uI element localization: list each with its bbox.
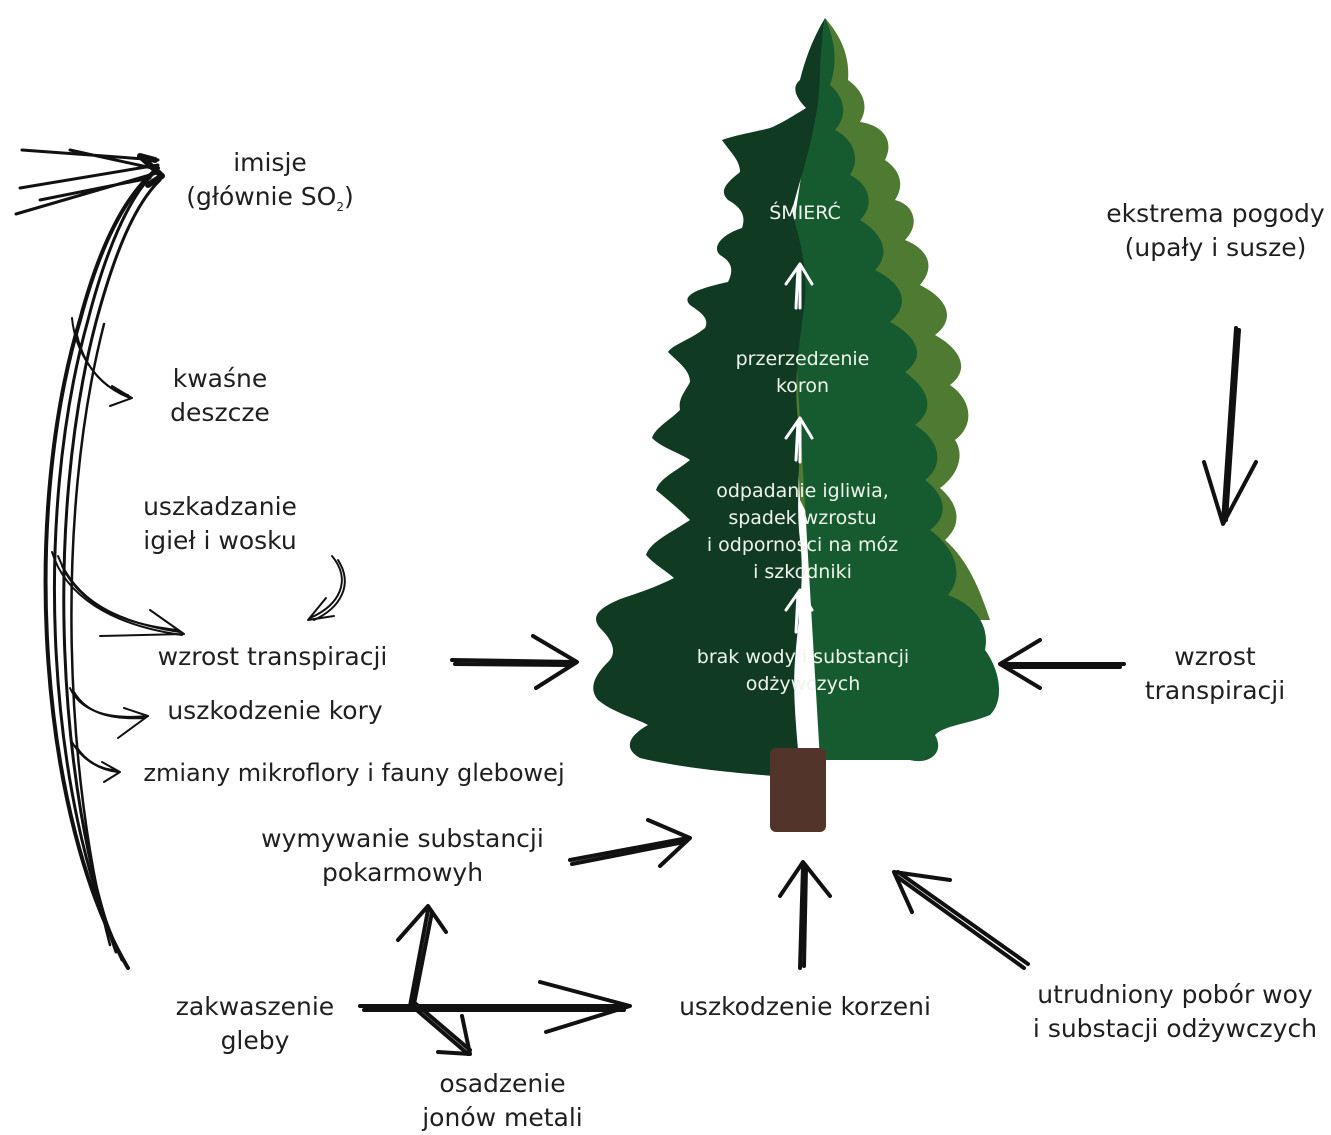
- label-transpiracja-right-line2: transpiracji: [1144, 676, 1286, 705]
- arrow-to-transpiracja: [51, 551, 185, 637]
- label-osadzenie: osadzenie jonów metali: [410, 1067, 595, 1135]
- label-imisje-subscript: 2: [336, 200, 344, 214]
- label-zakwaszenie-line2: gleby: [220, 1026, 290, 1055]
- arrow-uszkadzanie-to-transpiracja: [307, 555, 346, 621]
- label-transpiracja-right-line1: wzrost: [1174, 642, 1256, 671]
- tree-dark-half: [593, 18, 825, 778]
- label-uszkadzanie-line2: igieł i wosku: [143, 526, 297, 555]
- label-ekstrema: ekstrema pogody (upały i susze): [1100, 197, 1331, 265]
- main-arrows: [358, 326, 1258, 1056]
- arrow-transpiracja-left-to-tree: [450, 634, 579, 690]
- imisje-curved-arrow: [14, 148, 165, 970]
- label-mikroflora: zmiany mikroflory i fauny glebowej: [143, 759, 565, 787]
- label-uszkadzanie: uszkadzanie igieł i wosku: [110, 490, 330, 558]
- label-zakwaszenie: zakwaszenie gleby: [160, 990, 350, 1058]
- label-transpiracja-left: wzrost transpiracji: [157, 642, 388, 671]
- label-wymywanie-line1: wymywanie substancji: [261, 824, 544, 853]
- arrow-zakwaszenie-to-korzenie: [358, 980, 632, 1034]
- arrow-to-kora: [69, 687, 149, 739]
- tree-label-odpadanie-line1: odpadanie igliwia,: [716, 480, 889, 502]
- label-wymywanie-line2: pokarmowyh: [321, 858, 484, 887]
- label-ekstrema-line2: (upały i susze): [1124, 233, 1307, 262]
- tree-label-odpadanie: odpadanie igliwia, spadek wzrostu i odpo…: [680, 478, 925, 586]
- label-imisje-line2-pre: (głównie SO: [186, 182, 337, 211]
- label-uszkadzanie-line1: uszkadzanie: [143, 492, 297, 521]
- tree-label-przerzedzenie: przerzedzenie koron: [710, 346, 895, 400]
- label-imisje-line2: (głównie SO2): [170, 180, 370, 224]
- tree-label-brak-line2: odżywczych: [745, 673, 861, 695]
- label-osadzenie-line1: osadzenie: [439, 1069, 566, 1098]
- label-kwasne-deszcze: kwaśne deszcze: [130, 362, 310, 430]
- label-imisje-line1: imisje: [233, 148, 307, 177]
- arrow-pobor-to-tree: [892, 870, 1030, 970]
- arrow-wymywanie-to-tree: [568, 818, 692, 868]
- tree-label-przerzedzenie-line1: przerzedzenie: [735, 348, 870, 370]
- arrow-to-kwasne: [71, 317, 133, 407]
- label-transpiracja-right: wzrost transpiracji: [1130, 640, 1300, 708]
- tree-label-odpadanie-line3: i odporności na móz: [706, 534, 899, 556]
- label-imisje-line2-post: ): [344, 182, 354, 211]
- tree-label-odpadanie-line4: i szkodniki: [753, 561, 852, 583]
- tree-label-odpadanie-line2: spadek wzrostu: [728, 507, 877, 529]
- arrow-up-icon: [784, 588, 814, 636]
- label-pobor: utrudniony pobór woy i substacji odżywcz…: [1020, 978, 1330, 1046]
- label-korzenie: uszkodzenie korzeni: [679, 992, 931, 1021]
- arrow-up-icon: [784, 262, 814, 310]
- tree-trunk: [770, 748, 826, 832]
- arrow-zakwaszenie-to-osadzenie: [410, 1002, 472, 1056]
- tree-label-brak: brak wody i substancji odżywczych: [678, 644, 928, 698]
- label-uszkodzenie-kory: uszkodzenie kory: [167, 696, 383, 725]
- label-imisje: imisje (głównie SO2): [170, 146, 370, 224]
- label-kwasne-line2: deszcze: [170, 398, 270, 427]
- arrow-zakwaszenie-to-wymywanie: [396, 904, 448, 1008]
- tree-label-smierc: ŚMIERĆ: [769, 202, 841, 224]
- arrow-ekstrema-down: [1202, 326, 1258, 526]
- label-pobor-line1: utrudniony pobór woy: [1037, 980, 1313, 1009]
- label-osadzenie-line2: jonów metali: [422, 1103, 583, 1132]
- branch-arrows: [51, 317, 346, 783]
- arrow-to-mikroflora: [71, 741, 121, 783]
- arrow-up-icon: [784, 416, 814, 464]
- label-wymywanie: wymywanie substancji pokarmowyh: [245, 822, 560, 890]
- label-zakwaszenie-line1: zakwaszenie: [175, 992, 335, 1021]
- tree-label-przerzedzenie-line2: koron: [775, 375, 829, 397]
- label-pobor-line2: i substacji odżywczych: [1032, 1014, 1318, 1043]
- label-ekstrema-line1: ekstrema pogody: [1106, 199, 1325, 228]
- inner-up-arrows: [784, 262, 814, 636]
- spruce-tree: [593, 18, 1000, 832]
- arrow-transpiracja-right-to-tree: [998, 638, 1126, 690]
- tree-mid-body: [790, 18, 1000, 762]
- label-kwasne-line1: kwaśne: [172, 364, 268, 393]
- tree-label-brak-line1: brak wody i substancji: [696, 646, 910, 668]
- arrow-korzenie-to-tree: [778, 860, 832, 970]
